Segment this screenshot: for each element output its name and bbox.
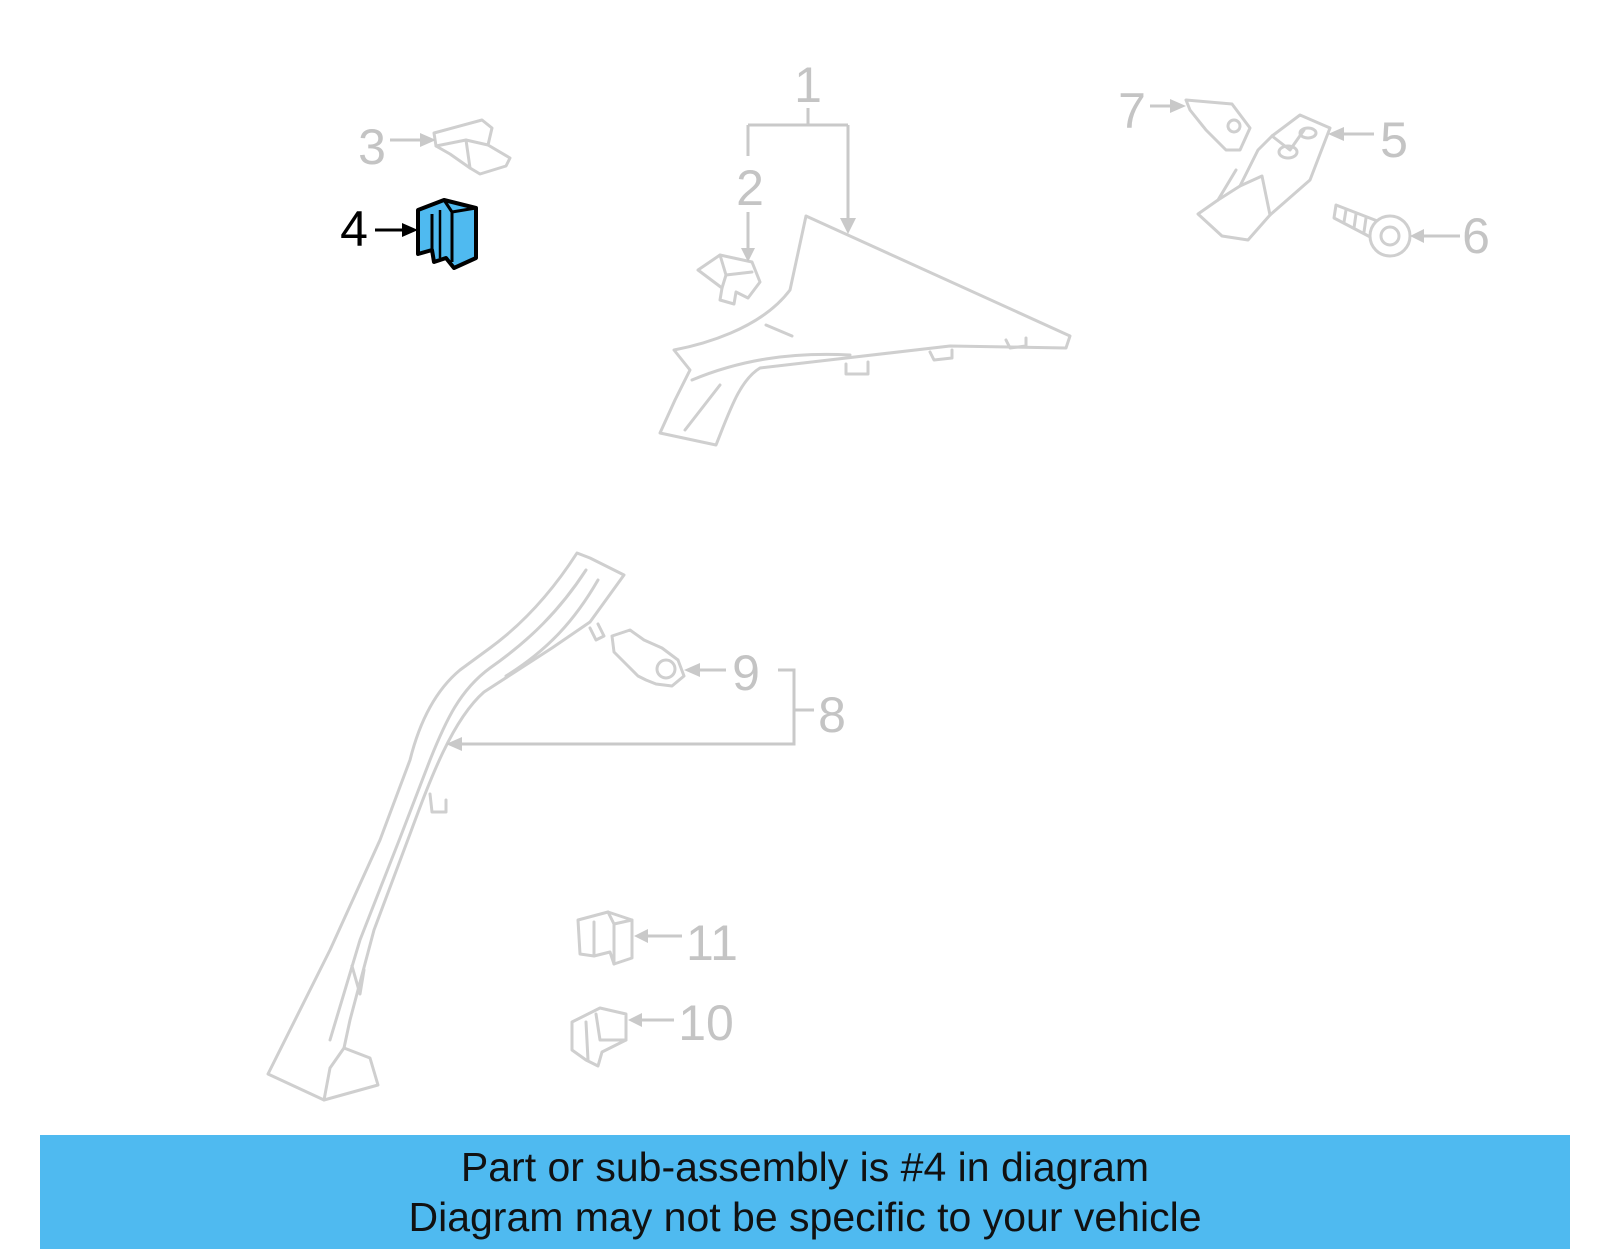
callout-4: 4 bbox=[340, 201, 368, 257]
part-3-retainer bbox=[432, 118, 512, 176]
banner-line-1: Part or sub-assembly is #4 in diagram bbox=[460, 1144, 1150, 1190]
arrowhead-5 bbox=[1328, 127, 1344, 141]
part-4-clip-highlighted bbox=[416, 198, 478, 270]
arrowhead-11 bbox=[634, 929, 648, 943]
arrowhead-3 bbox=[420, 133, 436, 147]
arrowhead-1 bbox=[840, 218, 856, 234]
arrowhead-6 bbox=[1410, 229, 1424, 243]
leader-lines bbox=[375, 99, 1460, 1027]
callout-5: 5 bbox=[1380, 112, 1408, 168]
callout-10: 10 bbox=[678, 995, 734, 1051]
info-banner: Part or sub-assembly is #4 in diagram Di… bbox=[40, 1135, 1570, 1249]
callout-labels: 1 2 3 4 5 6 7 8 9 10 11 bbox=[340, 57, 1490, 1051]
part-8-pillar-trim bbox=[266, 551, 626, 1102]
arrowhead-10 bbox=[628, 1013, 642, 1027]
part-1-quarter-trim-panel bbox=[658, 214, 1072, 447]
callout-2: 2 bbox=[736, 160, 764, 216]
callout-9: 9 bbox=[732, 645, 760, 701]
part-5-bracket bbox=[1196, 113, 1332, 242]
callout-3: 3 bbox=[358, 119, 386, 175]
callout-8: 8 bbox=[818, 687, 846, 743]
part-10-clip bbox=[570, 1006, 628, 1068]
part-7-plate bbox=[1184, 98, 1252, 152]
arrowhead-2 bbox=[741, 248, 755, 262]
part-2-clip bbox=[696, 253, 762, 306]
part-6-screw bbox=[1332, 203, 1412, 258]
part-11-clip bbox=[576, 910, 634, 966]
arrowhead-9 bbox=[684, 663, 700, 677]
arrowhead-7 bbox=[1170, 99, 1186, 113]
arrowhead-4 bbox=[402, 223, 418, 237]
banner-line-2: Diagram may not be specific to your vehi… bbox=[408, 1194, 1202, 1240]
callout-1: 1 bbox=[794, 57, 822, 113]
callout-6: 6 bbox=[1462, 208, 1490, 264]
part-9-push-pin bbox=[610, 628, 686, 688]
arrowhead-8 bbox=[446, 737, 462, 751]
callout-7: 7 bbox=[1118, 83, 1146, 139]
callout-11: 11 bbox=[686, 915, 738, 971]
